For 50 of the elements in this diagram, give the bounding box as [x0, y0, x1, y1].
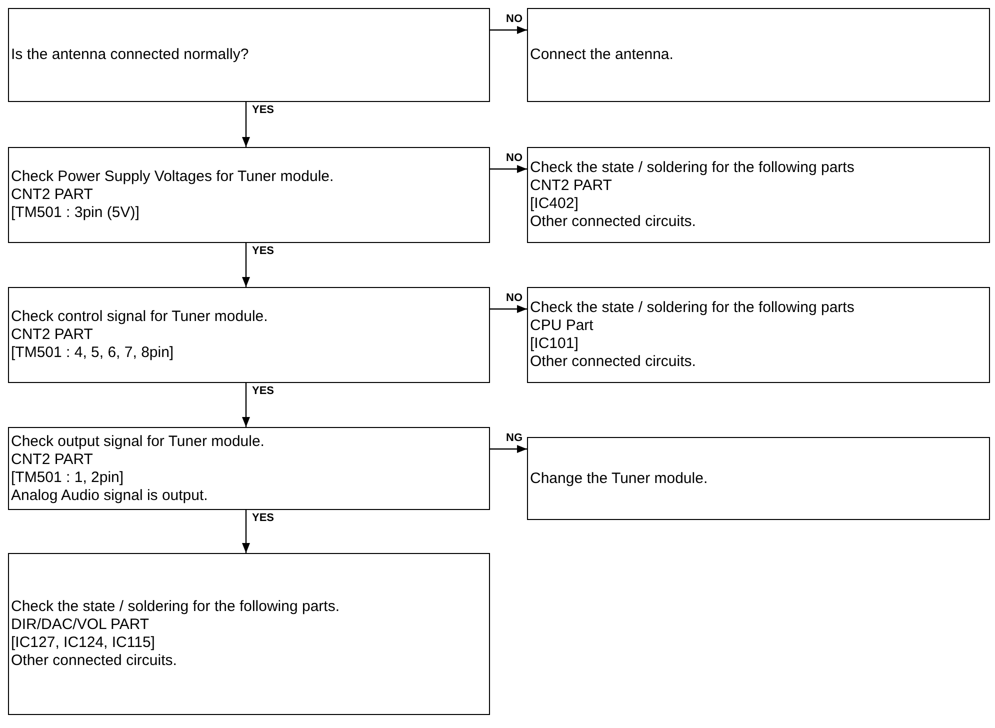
node-text: CNT2 PART [11, 450, 93, 468]
arrow [490, 445, 527, 453]
process-box [8, 553, 490, 715]
arrow [242, 510, 250, 553]
edge-label: YES [251, 385, 276, 397]
node-text: CNT2 PART [11, 326, 93, 344]
node-text: Check the state / soldering for the following parts. [11, 598, 340, 616]
process-box [527, 437, 990, 520]
node-text: [TM501 : 3pin (5V)] [11, 204, 140, 222]
process-box [8, 287, 490, 383]
edge-label: YES [251, 512, 276, 524]
edge-label: YES [251, 245, 276, 257]
node-text: Analog Audio signal is output. [11, 486, 208, 504]
arrow [490, 305, 527, 313]
node-text: CNT2 PART [530, 177, 612, 195]
node-text: CPU Part [530, 317, 594, 335]
arrow [490, 26, 527, 34]
node-text: DIR/DAC/VOL PART [11, 616, 150, 634]
node-text: Other connected circuits. [530, 213, 696, 231]
edge-label: NG [505, 432, 524, 444]
node-text: [IC101] [530, 335, 578, 353]
edge-label: YES [251, 104, 276, 116]
node-text: Check Power Supply Voltages for Tuner module. [11, 168, 334, 186]
node-text: [IC127, IC124, IC115] [11, 634, 155, 652]
node-text: Other connected circuits. [530, 353, 696, 371]
node-text: [TM501 : 4, 5, 6, 7, 8pin] [11, 344, 174, 362]
node-text: CNT2 PART [11, 186, 93, 204]
edge-label: NO [505, 292, 524, 304]
process-box [527, 287, 990, 383]
process-box [8, 427, 490, 510]
edge-label: NO [505, 152, 524, 164]
arrow [242, 102, 250, 147]
edge-label: NO [505, 13, 524, 25]
node-text: Connect the antenna. [530, 46, 674, 64]
node-text: Check output signal for Tuner module. [11, 432, 264, 450]
arrow [490, 165, 527, 173]
node-text: Check the state / soldering for the following parts [530, 159, 854, 177]
arrow [242, 243, 250, 287]
node-text: Change the Tuner module. [530, 470, 708, 488]
node-text: Check control signal for Tuner module. [11, 308, 268, 326]
arrow [242, 383, 250, 427]
node-text: [TM501 : 1, 2pin] [11, 468, 124, 486]
node-text: [IC402] [530, 195, 578, 213]
node-text: Check the state / soldering for the following parts [530, 299, 854, 317]
process-box [8, 147, 490, 243]
process-box [527, 147, 990, 243]
node-text: Other connected circuits. [11, 652, 177, 670]
node-text: Is the antenna connected normally? [11, 46, 249, 64]
process-box [527, 8, 990, 102]
process-box [8, 8, 490, 102]
